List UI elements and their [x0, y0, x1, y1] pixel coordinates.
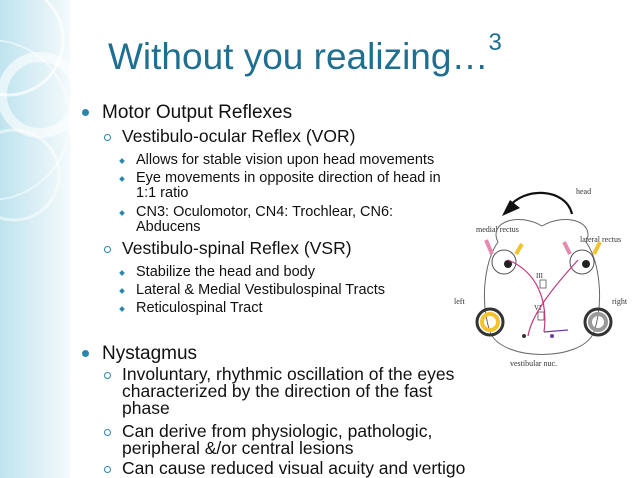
bullet-circle — [104, 246, 111, 253]
bullet-circle — [104, 372, 111, 379]
vor-pathway-diagram: head medial rectus lateral rectus left r… — [454, 187, 628, 368]
bullet-circle — [104, 429, 111, 436]
label-vestibular-nuc: vestibular nuc. — [510, 359, 557, 368]
label-head: head — [576, 187, 591, 196]
bullet-diamond — [119, 306, 125, 312]
left-canal — [475, 307, 505, 337]
right-eye — [569, 249, 595, 275]
right-lateral-rectus — [592, 241, 602, 255]
nucleus-dot — [550, 334, 554, 338]
left-eye — [491, 249, 517, 275]
right-canal — [583, 307, 613, 337]
label-right: right — [612, 297, 628, 306]
cn3-nucleus — [539, 279, 547, 289]
label-cn3: III — [536, 272, 544, 280]
bullet-diamond — [119, 158, 125, 164]
right-pupil — [582, 260, 590, 268]
right-canal-fluid — [588, 312, 608, 332]
bullet-dot — [82, 350, 89, 357]
bullet-circle — [104, 466, 111, 473]
right-medial-rectus — [562, 241, 572, 255]
label-lateral-rectus: lateral rectus — [580, 235, 621, 244]
decorative-circles — [0, 0, 70, 222]
decorative-sidebar — [0, 0, 70, 478]
bullet-diamond — [119, 210, 125, 216]
slide-title: Without you realizing…3 — [108, 28, 502, 77]
pathway-right — [527, 259, 579, 337]
bullet-diamond — [119, 288, 125, 294]
nucleus-dot — [522, 334, 526, 338]
left-medial-rectus — [514, 242, 524, 256]
bullet-circle — [104, 134, 111, 141]
pathway-left — [507, 259, 546, 333]
head-outline — [483, 219, 601, 355]
head-rotation-arrow — [507, 191, 574, 215]
arrow-head — [502, 200, 520, 216]
pathway-vestibular — [543, 329, 569, 333]
label-cn6: VI — [534, 304, 542, 312]
title-superscript: 3 — [488, 28, 502, 56]
left-pupil — [504, 260, 512, 268]
bullet-diamond — [119, 270, 125, 276]
bullet-dot — [82, 109, 89, 116]
cn6-nucleus — [537, 311, 545, 321]
bullet-diamond — [119, 176, 125, 182]
label-left: left — [454, 297, 465, 306]
left-canal-fluid — [480, 312, 500, 332]
left-lateral-rectus — [484, 239, 494, 255]
